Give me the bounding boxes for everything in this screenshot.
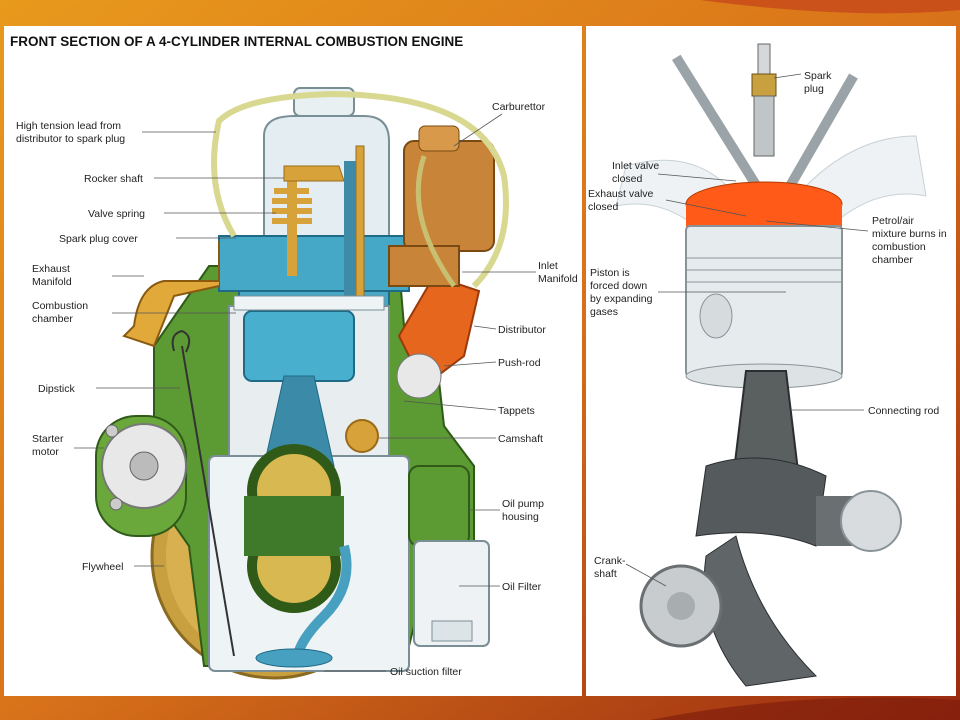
crankcase <box>208 375 410 672</box>
label-spark-plug-1: Spark <box>804 70 832 82</box>
label-crankshaft-2: shaft <box>594 568 617 580</box>
label-spark-plug-2: plug <box>804 83 824 95</box>
piston-illustration <box>685 225 843 389</box>
label-distributor: Distributor <box>498 324 546 336</box>
piston-combustion-panel: Spark plug Inlet valve closed Exhaust va… <box>586 26 956 696</box>
crankshaft-illustration <box>639 457 902 687</box>
label-exhaust-valve-1: Exhaust valve <box>588 188 654 200</box>
label-combustion-2: chamber <box>32 313 73 325</box>
dipstick <box>181 345 235 657</box>
oil-suction-assembly <box>255 544 352 668</box>
label-valve-spring: Valve spring <box>88 208 145 220</box>
label-oil-suction-filter: Oil suction filter <box>390 666 462 678</box>
label-crankshaft-1: Crank- <box>594 555 626 567</box>
inlet-manifold <box>388 245 460 287</box>
label-exhaust-2: Manifold <box>32 276 72 288</box>
label-petrol-2: mixture burns in <box>872 228 947 240</box>
label-oil-pump-2: housing <box>502 511 539 523</box>
distributor <box>396 274 481 399</box>
label-exhaust-1: Exhaust <box>32 263 70 275</box>
label-spark-plug-cover: Spark plug cover <box>59 233 138 245</box>
label-petrol-3: combustion <box>872 241 926 253</box>
engine-section-diagram: FRONT SECTION OF A 4-CYLINDER INTERNAL C… <box>10 34 578 680</box>
dipstick-handle <box>171 329 191 353</box>
right-leader-lines <box>625 73 869 587</box>
right-labels: Spark plug Inlet valve closed Exhaust va… <box>588 70 947 580</box>
label-push-rod: Push-rod <box>498 357 541 369</box>
label-inlet-1: Inlet <box>538 260 558 272</box>
label-piston-4: gases <box>590 306 618 318</box>
label-exhaust-valve-2: closed <box>588 201 619 213</box>
label-piston-3: by expanding <box>590 293 653 305</box>
label-starter-2: motor <box>32 446 59 458</box>
label-piston-1: Piston is <box>590 267 630 279</box>
label-inlet-valve-1: Inlet valve <box>612 160 659 172</box>
starter-motor-illustration <box>101 423 187 511</box>
label-camshaft: Camshaft <box>498 433 543 445</box>
valve-spring <box>272 165 345 276</box>
label-ht-lead-2: distributor to spark plug <box>16 133 125 145</box>
diagram-title: FRONT SECTION OF A 4-CYLINDER INTERNAL C… <box>10 34 463 49</box>
exhaust-manifold <box>122 241 220 348</box>
label-petrol-1: Petrol/air <box>872 215 915 227</box>
spark-plug-illustration <box>751 43 777 157</box>
label-piston-2: forced down <box>590 280 647 292</box>
left-leader-lines <box>74 113 536 672</box>
camshaft <box>345 419 379 453</box>
label-starter-1: Starter <box>32 433 64 445</box>
label-petrol-4: chamber <box>872 254 913 266</box>
label-inlet-2: Manifold <box>538 273 578 285</box>
label-carburettor: Carburettor <box>492 101 546 113</box>
label-tappets: Tappets <box>498 405 535 417</box>
carburettor <box>403 125 495 252</box>
label-oil-filter: Oil Filter <box>502 581 542 593</box>
label-rocker-shaft: Rocker shaft <box>84 173 143 185</box>
left-labels: High tension lead from distributor to sp… <box>16 101 578 678</box>
label-connecting-rod: Connecting rod <box>868 405 939 417</box>
oil-filter <box>413 540 490 647</box>
label-dipstick: Dipstick <box>38 383 76 395</box>
piston-combustion-diagram: Spark plug Inlet valve closed Exhaust va… <box>588 43 947 687</box>
label-inlet-valve-2: closed <box>612 173 643 185</box>
engine-section-panel: FRONT SECTION OF A 4-CYLINDER INTERNAL C… <box>4 26 582 696</box>
label-flywheel: Flywheel <box>82 561 123 573</box>
ht-lead-2 <box>415 155 457 288</box>
label-oil-pump-1: Oil pump <box>502 498 544 510</box>
ht-lead <box>211 90 509 289</box>
label-ht-lead-1: High tension lead from <box>16 120 121 132</box>
oil-pump-housing <box>408 465 470 547</box>
label-combustion-1: Combustion <box>32 300 88 312</box>
